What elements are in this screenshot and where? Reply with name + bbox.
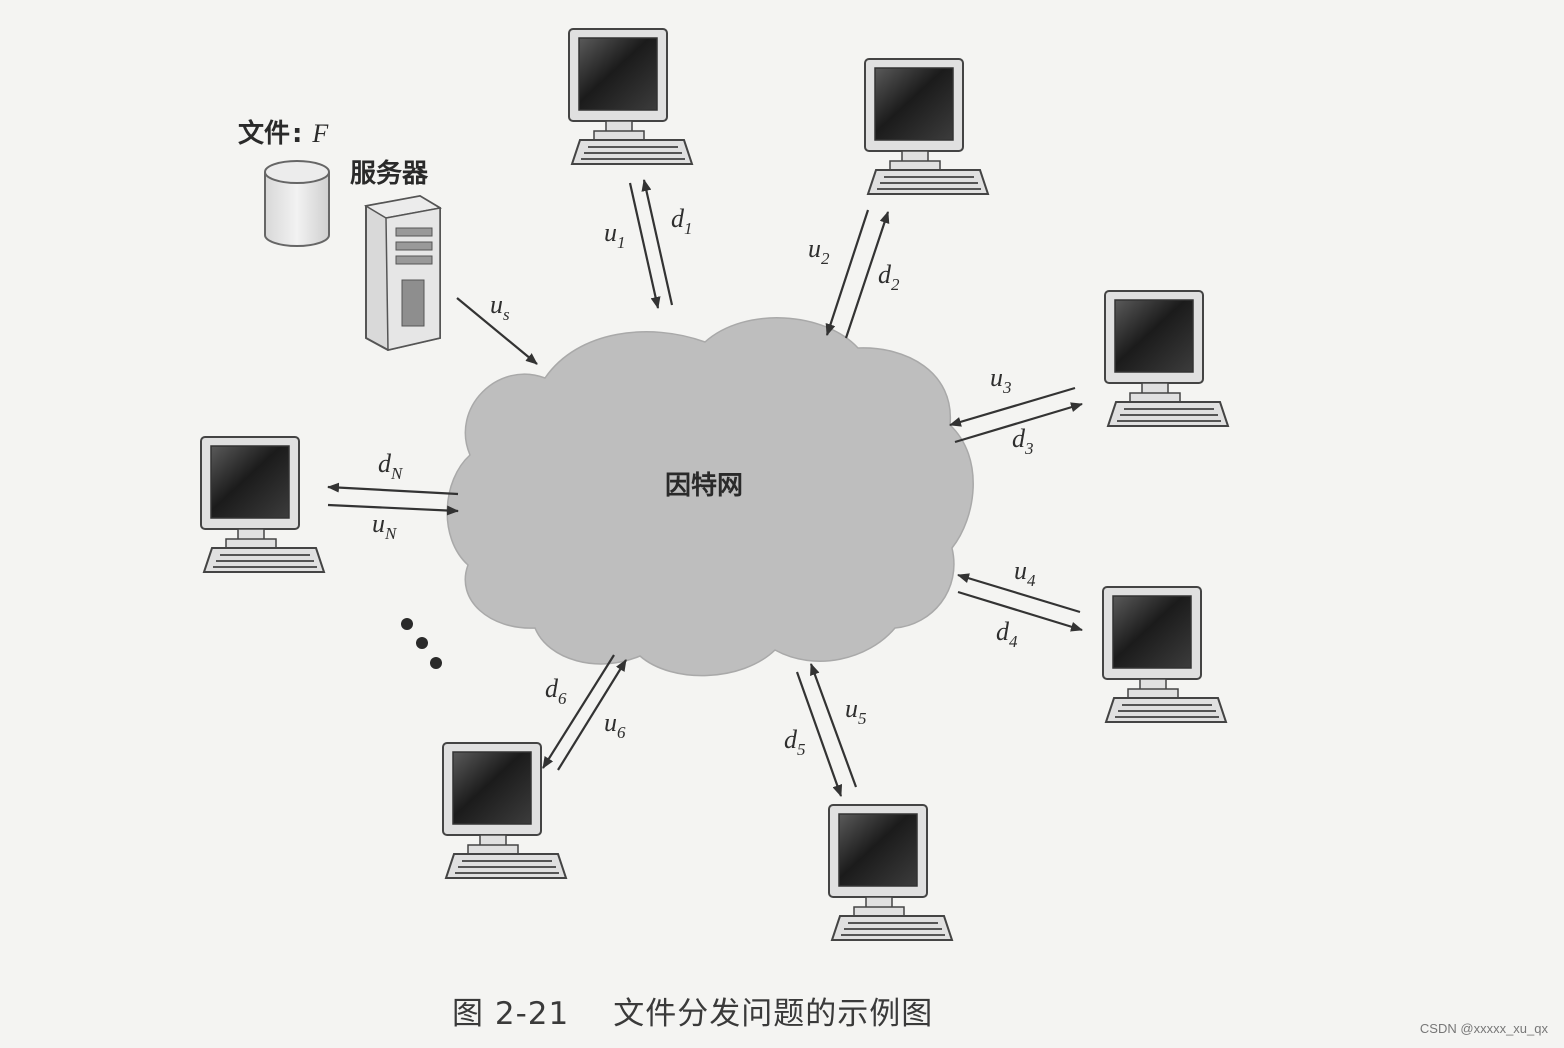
arrow-u2	[827, 210, 868, 335]
label-u1: u1	[604, 218, 626, 252]
server-icon	[366, 196, 440, 350]
label-d3: d3	[1012, 424, 1034, 458]
internet-label: 因特网	[665, 470, 743, 501]
peer-computer-5-icon	[829, 805, 952, 940]
arrow-dn	[328, 487, 458, 494]
arrow-u3	[950, 388, 1075, 425]
label-d5: d5	[784, 725, 806, 759]
label-u4: u4	[1014, 556, 1036, 590]
peer-computer-4-icon	[1103, 587, 1226, 722]
file-label: 文件:F	[238, 118, 329, 149]
figure-number: 图 2-21	[452, 996, 569, 1032]
more-peers-ellipsis	[401, 618, 442, 669]
figure-caption: 图 2-21 文件分发问题的示例图	[452, 988, 933, 1033]
arrow-u5	[811, 664, 856, 787]
label-d4: d4	[996, 617, 1018, 651]
label-u2: u2	[808, 234, 830, 268]
label-u3: u3	[990, 363, 1012, 397]
label-d6: d6	[545, 674, 567, 708]
label-un: uN	[372, 509, 398, 543]
peer-computer-2-icon	[865, 59, 988, 194]
label-d2: d2	[878, 260, 900, 294]
arrow-d5	[797, 672, 841, 796]
peer-computer-n-icon	[201, 437, 324, 572]
arrow-u1	[630, 183, 658, 308]
peer-computer-3-icon	[1105, 291, 1228, 426]
arrow-d1	[644, 180, 672, 305]
label-us: us	[490, 290, 510, 324]
peer-computer-6-icon	[443, 743, 566, 878]
label-d1: d1	[671, 204, 693, 238]
peer-computer-1-icon	[569, 29, 692, 164]
arrow-un	[328, 505, 458, 511]
label-dn: dN	[378, 449, 404, 483]
file-database-icon	[265, 161, 329, 246]
label-u6: u6	[604, 708, 626, 742]
figure-title: 文件分发问题的示例图	[613, 996, 933, 1032]
label-u5: u5	[845, 694, 867, 728]
watermark: CSDN @xxxxx_xu_qx	[1420, 1021, 1548, 1036]
arrow-d4	[958, 592, 1082, 630]
server-label: 服务器	[350, 159, 429, 189]
